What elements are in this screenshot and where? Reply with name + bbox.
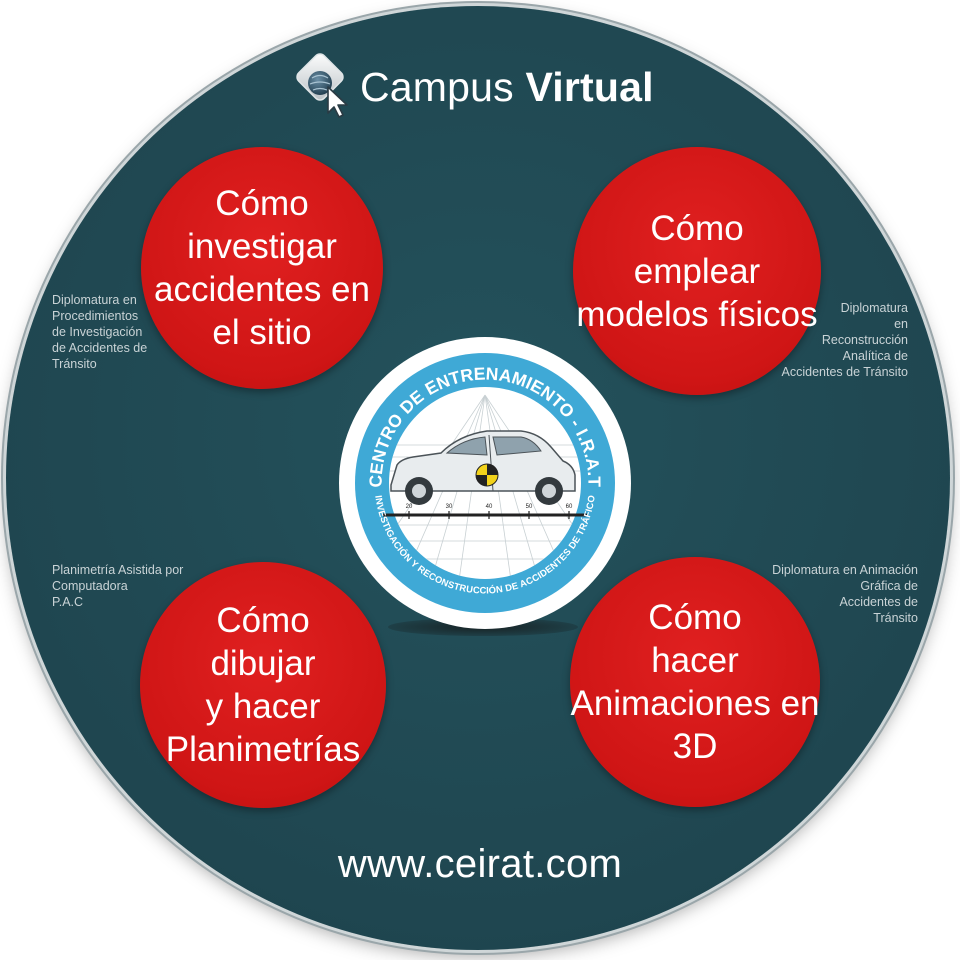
note-reconstruccion: Diplomatura en Reconstrucción Analítica … [781, 301, 908, 379]
irat-emblem: 20 30 40 50 60 CENTRO DE ENTRENAMIENTO -… [339, 337, 631, 629]
scale-label: 60 [566, 504, 573, 510]
topic-label: Cómo hacer Animaciones en 3D [570, 598, 820, 766]
topic-label: Cómo emplear modelos físicos [576, 208, 818, 334]
campus-title-regular: Campus [360, 63, 526, 110]
topic-bubble-investigar: Cómo investigar accidentes en el sitio [141, 147, 383, 389]
crash-test-car-icon [390, 430, 576, 505]
cursor-globe-icon [296, 53, 348, 118]
scale-label: 30 [446, 504, 453, 510]
scale-label: 20 [406, 504, 413, 510]
topic-bubble-planimetrias: Cómo dibujar y hacer Planimetrías [140, 562, 386, 808]
note-procedimientos: Diplomatura en Procedimientos de Investi… [52, 293, 148, 371]
website-link[interactable]: www.ceirat.com [337, 842, 623, 886]
scale-label: 40 [486, 504, 493, 510]
note-planimetria: Planimetría Asistida por Computadora P.A… [52, 563, 184, 609]
topic-bubble-modelos: Cómo emplear modelos físicos [573, 147, 821, 395]
note-animacion: Diplomatura en Animación Gráfica de Acci… [772, 563, 918, 625]
campus-title: Campus Virtual [360, 64, 654, 111]
topic-label: Cómo dibujar y hacer Planimetrías [165, 601, 361, 769]
campus-title-bold: Virtual [525, 63, 654, 110]
campus-header: Campus Virtual [290, 52, 670, 122]
emblem-scale: 20 30 40 50 60 [383, 504, 587, 519]
topic-label: Cómo investigar accidentes en el sitio [154, 184, 370, 352]
topic-bubble-animaciones: Cómo hacer Animaciones en 3D [570, 557, 820, 807]
scale-label: 50 [526, 504, 533, 510]
